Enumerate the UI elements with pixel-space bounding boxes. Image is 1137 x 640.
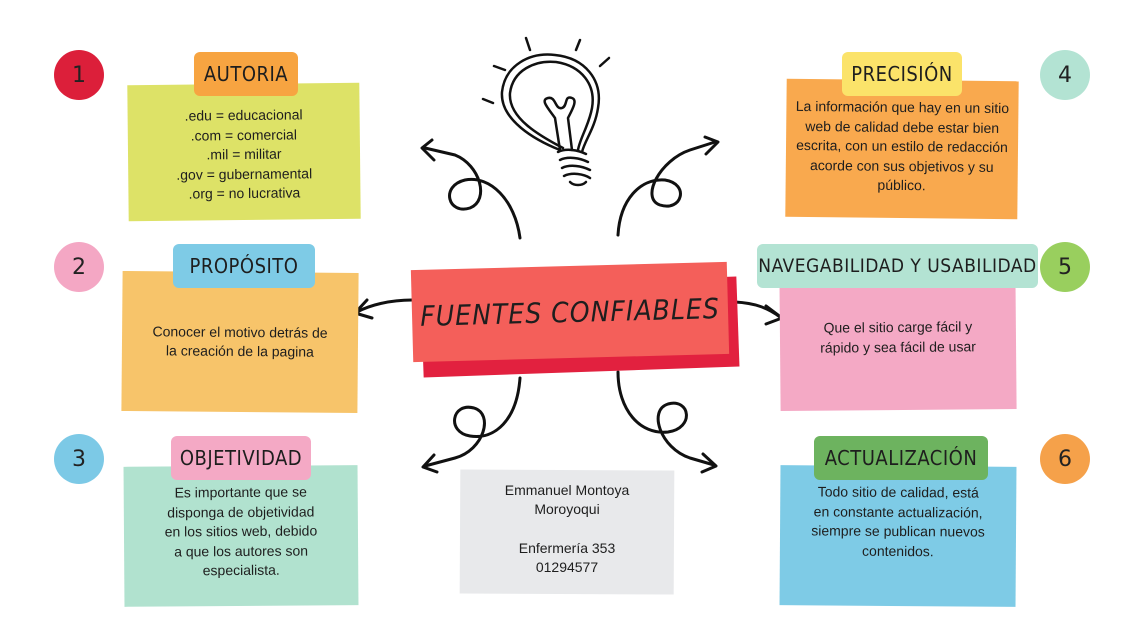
- card-6-title: ACTUALIZACIÓN: [814, 436, 988, 480]
- number-badge-5: 5: [1040, 242, 1090, 292]
- curly-arrow-icon: [700, 452, 718, 474]
- number-badge-3: 3: [54, 434, 104, 484]
- card-4-title: PRECISIÓN: [842, 52, 962, 96]
- card-4-text: La información que hay en un sitio web d…: [785, 78, 1019, 220]
- card-2-title: PROPÓSITO: [173, 244, 315, 288]
- curly-arrow-icon: [423, 146, 522, 240]
- card-5-text: Que el sitio carge fácil y rápido y sea …: [779, 270, 1017, 412]
- card-6-text: Todo sitio de calidad, está en constante…: [779, 465, 1017, 607]
- author-name-line-2: Moroyoqui: [534, 501, 600, 518]
- curly-arrow-icon: [733, 300, 782, 319]
- card-3-title: OBJETIVIDAD: [171, 436, 311, 480]
- number-badge-1: 1: [54, 50, 104, 100]
- curly-arrow-icon: [616, 140, 717, 237]
- card-3-text: Es importante que se disponga de objetiv…: [123, 465, 359, 607]
- number-badge-2: 2: [54, 242, 104, 292]
- center-title: FUENTES CONFIABLES: [410, 261, 730, 363]
- author-group-line-2: 01294577: [535, 559, 599, 576]
- card-5-title: NAVEGABILIDAD Y USABILIDAD: [757, 244, 1038, 288]
- curly-arrow-icon: [420, 138, 436, 162]
- lightbulb-icon: [481, 36, 611, 187]
- author-group-line-1: Enfermería 353: [518, 540, 616, 557]
- card-2-text: Conocer el motivo detrás de la creación …: [121, 270, 359, 414]
- curly-arrow-icon: [616, 370, 716, 467]
- curly-arrow-icon: [421, 453, 439, 474]
- curly-arrow-icon: [423, 376, 522, 468]
- number-badge-4: 4: [1040, 50, 1090, 100]
- curly-arrow-icon: [703, 135, 720, 156]
- card-1-title: AUTORIA: [194, 52, 298, 96]
- number-badge-6: 6: [1040, 434, 1090, 484]
- card-1-text: .edu = educacional .com = comercial .mil…: [127, 82, 361, 222]
- author-name-line-1: Emmanuel Montoya: [504, 482, 630, 499]
- curly-arrow-icon: [355, 298, 414, 314]
